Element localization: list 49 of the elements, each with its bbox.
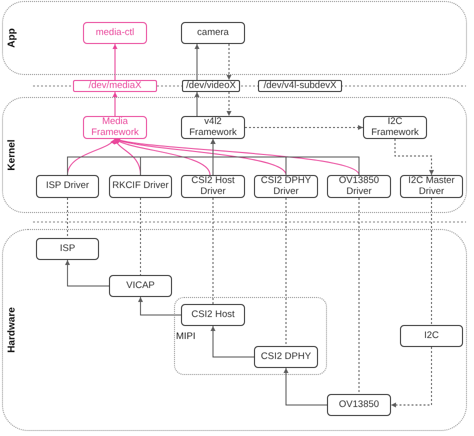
component-box: ISP bbox=[36, 238, 99, 260]
layer-label: App bbox=[6, 28, 18, 48]
component-box: CSI2 Host bbox=[181, 304, 245, 326]
component-box: RKCIF Driver bbox=[109, 175, 172, 198]
component-box: media-ctl bbox=[83, 22, 147, 44]
arrow bbox=[244, 125, 364, 130]
group-region bbox=[174, 297, 327, 375]
connector-line bbox=[431, 198, 432, 326]
layer-region bbox=[2, 1, 467, 75]
device-file-box: /dev/videoX bbox=[182, 80, 240, 92]
component-box: VICAP bbox=[109, 275, 172, 297]
connector-line bbox=[140, 198, 141, 276]
component-box: ISP Driver bbox=[36, 175, 99, 198]
component-box: OV13850 bbox=[327, 394, 391, 416]
connector-line bbox=[358, 198, 360, 394]
arrow bbox=[210, 326, 254, 358]
device-file-box: /dev/v4l-subdevX bbox=[258, 80, 342, 92]
component-box: Media Framework bbox=[83, 116, 147, 139]
component-box: v4l2 Framework bbox=[181, 116, 245, 139]
component-box: I2C Framework bbox=[363, 116, 427, 139]
arrow bbox=[390, 346, 432, 408]
layer-label: Kernel bbox=[6, 139, 18, 171]
arrow bbox=[394, 138, 434, 176]
arrow bbox=[194, 92, 200, 116]
arrow bbox=[114, 138, 210, 176]
component-box: CSI2 DPHY bbox=[254, 346, 318, 368]
arrow bbox=[112, 92, 118, 116]
arrow bbox=[226, 44, 232, 80]
arrow bbox=[67, 138, 116, 176]
arrow bbox=[112, 44, 118, 80]
arrow bbox=[210, 138, 360, 176]
layer-region bbox=[2, 97, 467, 213]
device-file-box: /dev/mediaX bbox=[73, 80, 157, 92]
component-box: I2C bbox=[400, 325, 463, 347]
arrow bbox=[138, 296, 182, 316]
layer-region bbox=[2, 229, 467, 431]
arrow bbox=[284, 368, 328, 406]
component-box: camera bbox=[181, 22, 245, 44]
component-box: OV13850 Driver bbox=[327, 175, 391, 198]
group-label: MIPI bbox=[176, 332, 196, 342]
arrow bbox=[65, 260, 110, 286]
component-box: CSI2 Host Driver bbox=[181, 175, 245, 198]
arrow bbox=[194, 44, 200, 80]
component-box: I2C Master Driver bbox=[400, 175, 463, 198]
component-box: CSI2 DPHY Driver bbox=[254, 175, 318, 198]
layer-label: Hardware bbox=[6, 307, 18, 353]
connector-line bbox=[67, 198, 68, 238]
arrow bbox=[226, 92, 232, 116]
connector-line bbox=[212, 198, 214, 304]
